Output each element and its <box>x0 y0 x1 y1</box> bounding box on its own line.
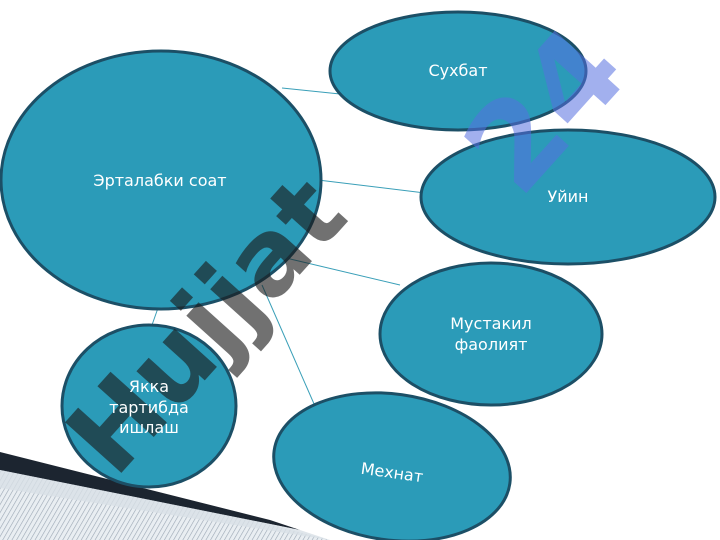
bubble-suhbat <box>328 10 588 132</box>
connector-mustaqil <box>285 257 401 286</box>
connector-yakka <box>151 307 159 326</box>
bubbles <box>0 10 717 540</box>
connector-suhbat <box>281 87 341 95</box>
connector-uyin <box>317 179 426 194</box>
bubble-mustaqil <box>378 261 604 407</box>
connector-mehnat <box>261 284 319 414</box>
connectors <box>151 87 426 414</box>
bubble-center <box>0 49 323 311</box>
bubble-yakka <box>60 323 238 489</box>
corner-decoration <box>0 452 330 540</box>
bubble-uyin <box>419 128 717 266</box>
bubble-mehnat <box>272 391 512 540</box>
